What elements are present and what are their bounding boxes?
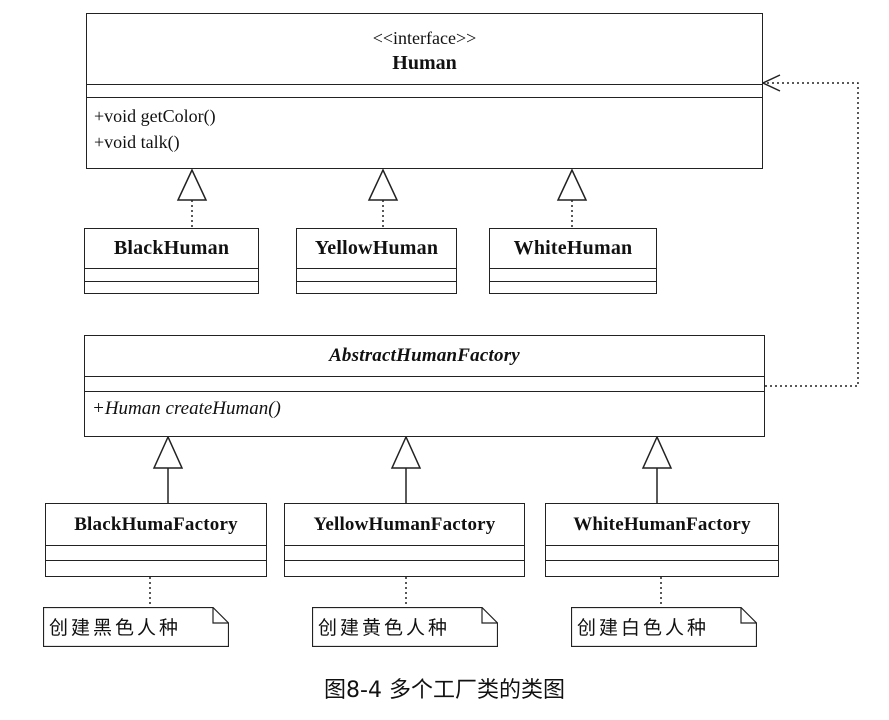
yellow-factory-name: YellowHumanFactory	[313, 513, 496, 535]
black-factory-name: BlackHumaFactory	[74, 513, 238, 535]
realization-arrowhead-white-human	[556, 168, 588, 201]
note-black-text: 创建黑色人种	[49, 617, 182, 639]
yellow-human-name: YellowHuman	[314, 237, 439, 259]
human-interface-box: <<interface>> Human +void getColor() +vo…	[86, 13, 763, 169]
create-human-operation: +Human createHuman()	[92, 398, 281, 419]
stereotype-label: <<interface>>	[372, 28, 477, 48]
human-interface-name: Human	[392, 52, 457, 74]
note-white-text: 创建白色人种	[577, 617, 710, 639]
abstract-human-factory-box: AbstractHumanFactory +Human createHuman(…	[84, 335, 765, 437]
black-factory-class-box: BlackHumaFactory	[45, 503, 267, 577]
realization-arrowhead-yellow-human	[367, 168, 399, 201]
white-factory-class-box: WhiteHumanFactory	[545, 503, 779, 577]
human-operation-compartment: +void getColor() +void talk()	[87, 98, 762, 155]
realization-arrowhead-black-human	[176, 168, 208, 201]
dependency-arrowhead	[761, 74, 781, 92]
human-name-compartment: <<interface>> Human	[87, 14, 762, 85]
inheritance-arrowhead-white-factory	[641, 435, 673, 469]
inheritance-arrowhead-yellow-factory	[390, 435, 422, 469]
operation-talk: +void talk()	[94, 132, 180, 152]
note-yellow: 创建黄色人种	[312, 607, 498, 647]
yellow-human-class-box: YellowHuman	[296, 228, 457, 294]
note-white: 创建白色人种	[571, 607, 757, 647]
note-black: 创建黑色人种	[43, 607, 229, 647]
inheritance-arrowhead-black-factory	[152, 435, 184, 469]
white-factory-name: WhiteHumanFactory	[573, 513, 751, 535]
abstract-factory-name: AbstractHumanFactory	[329, 345, 520, 366]
dependency-line-factory-to-human	[763, 82, 859, 387]
black-human-name: BlackHuman	[113, 237, 230, 259]
yellow-factory-class-box: YellowHumanFactory	[284, 503, 525, 577]
note-yellow-text: 创建黄色人种	[318, 617, 451, 639]
black-human-class-box: BlackHuman	[84, 228, 259, 294]
figure-caption: 图8-4 多个工厂类的类图	[324, 678, 565, 703]
operation-get-color: +void getColor()	[94, 106, 216, 126]
white-human-name: WhiteHuman	[513, 237, 633, 259]
white-human-class-box: WhiteHuman	[489, 228, 657, 294]
human-attribute-compartment	[87, 85, 762, 98]
